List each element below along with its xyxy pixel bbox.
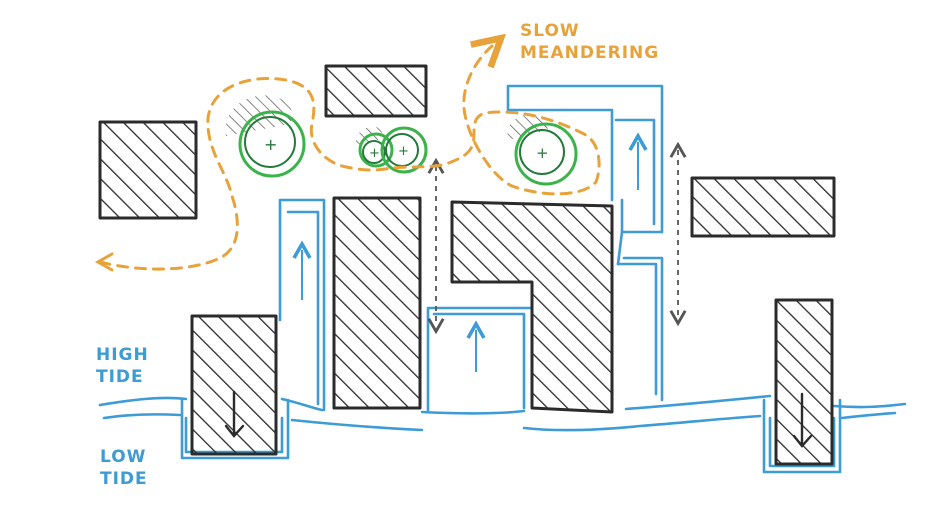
tree-canopy-2a-inner [362,140,386,164]
low-tide-label-line1: LOW [100,447,147,467]
elevation-arrows [427,141,687,335]
building-top-left [98,120,198,220]
tree-canopy-3 [514,122,578,186]
high-tide-label-line1: HIGH [96,345,149,365]
flow-arrows [292,132,648,372]
low-tide-line [102,411,897,432]
meandering-path-start-arrow [94,252,114,272]
slow-meandering-label-line2: MEANDERING [520,43,660,63]
down-arrow-right-building [792,392,813,448]
trees: + + + + [225,95,578,186]
tree-canopy-1 [238,110,306,178]
meandering-path-line [98,46,601,271]
buildings [98,64,836,466]
tree-trunk-2b: + [398,144,409,159]
high-tide-line [98,394,907,415]
meandering-path [94,46,601,272]
tree-trunk-1: + [264,135,277,154]
tree-canopy-1-inner [244,116,296,168]
water-channel-right [616,256,664,402]
tree-canopy-2a [358,132,394,168]
tree-canopy-2b [380,126,428,174]
down-arrow-left-building [224,390,245,438]
water-channel-mid [426,306,532,414]
slow-meandering-label-line1: SLOW [520,21,580,41]
high-tide-label: HIGH TIDE [96,344,149,388]
building-bottom-right [774,298,834,466]
tree-trunk-2a: + [369,146,380,161]
high-tide-label-line2: TIDE [96,367,144,387]
water-layer [98,84,907,474]
water-channel-vertical-left [278,198,326,412]
building-top-center [324,64,428,118]
water-channel-upper-right [506,84,664,234]
building-right [690,176,836,238]
low-tide-label-line2: TIDE [100,469,148,489]
tree-canopy-3-inner [519,129,565,175]
sinking-arrows [224,390,813,448]
tree-trunk-3: + [536,144,549,162]
building-tall-center [332,196,422,410]
low-tide-label: LOW TIDE [100,446,148,490]
slow-meandering-label: SLOW MEANDERING [520,20,659,64]
building-l-shaped [450,200,614,414]
tree-shadow-3 [507,114,548,140]
water-channel-right-building [762,398,842,474]
